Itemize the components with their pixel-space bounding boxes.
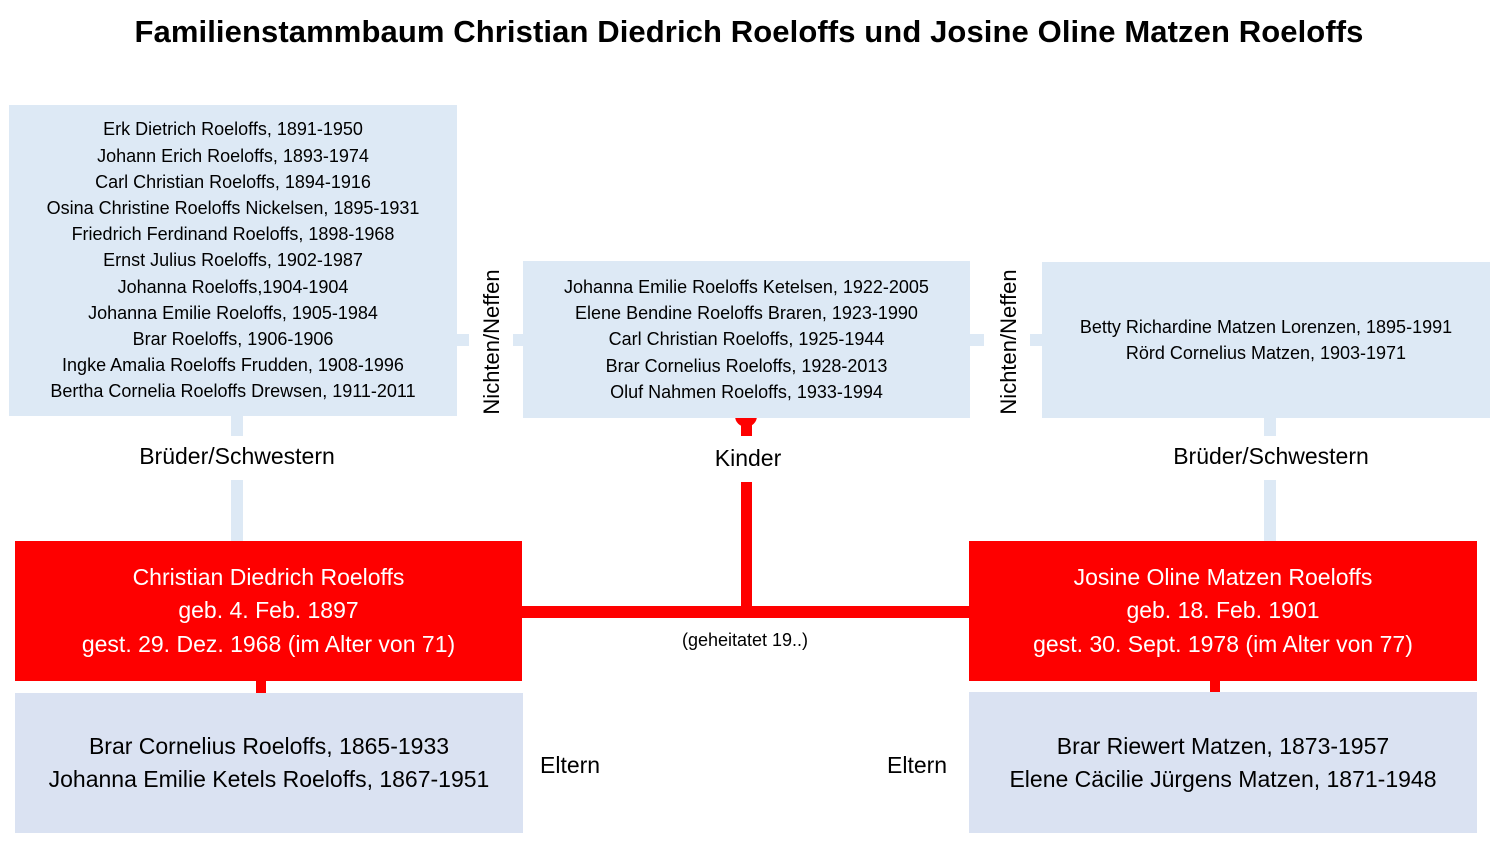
right-parents-box: Brar Riewert Matzen, 1873-1957 Elene Cäc…	[969, 692, 1477, 833]
connector-left-siblings-top	[231, 416, 243, 436]
connector-left-siblings-bottom	[231, 480, 243, 542]
child: Elene Bendine Roeloffs Braren, 1923-1990	[575, 303, 918, 324]
husband-name: Christian Diedrich Roeloffs	[132, 563, 405, 590]
wife-name: Josine Oline Matzen Roeloffs	[1073, 563, 1373, 590]
child: Brar Cornelius Roeloffs, 1928-2013	[605, 355, 888, 376]
husband-died: gest. 29. Dez. 1968 (im Alter von 71)	[81, 630, 456, 657]
connector-right-siblings-bottom	[1264, 480, 1276, 542]
connector-husband-parents	[256, 680, 266, 694]
connector-children-nieces-right	[970, 334, 984, 346]
wife-died: gest. 30. Sept. 1978 (im Alter von 77)	[1033, 630, 1413, 657]
left-sibling: Brar Roeloffs, 1906-1906	[132, 329, 334, 349]
right-sibling: Rörd Cornelius Matzen, 1903-1971	[1125, 343, 1407, 363]
connector-left-siblings-nieces	[457, 334, 469, 346]
left-sibling: Friedrich Ferdinand Roeloffs, 1898-1968	[71, 224, 395, 245]
left-sibling: Osina Christine Roeloffs Nickelsen, 1895…	[46, 197, 420, 218]
left-sibling: Bertha Cornelia Roeloffs Drewsen, 1911-2…	[50, 381, 416, 402]
child: Carl Christian Roeloffs, 1925-1944	[608, 329, 885, 350]
right-parent: Elene Cäcilie Jürgens Matzen, 1871-1948	[1009, 765, 1437, 792]
connector-right-siblings-top	[1264, 416, 1276, 436]
children-label: Kinder	[714, 445, 782, 471]
left-sibling: Johanna Emilie Roeloffs, 1905-1984	[88, 302, 378, 323]
right-siblings-box: Betty Richardine Matzen Lorenzen, 1895-1…	[1042, 262, 1490, 418]
right-sibling: Betty Richardine Matzen Lorenzen, 1895-1…	[1079, 316, 1453, 337]
husband-born: geb. 4. Feb. 1897	[178, 597, 359, 624]
left-parents-label: Eltern	[540, 752, 601, 778]
child: Oluf Nahmen Roeloffs, 1933-1994	[610, 381, 883, 402]
nieces-label-left: Nichten/Neffen	[479, 269, 504, 415]
left-sibling: Johanna Roeloffs,1904-1904	[117, 276, 349, 297]
left-parents-box: Brar Cornelius Roeloffs, 1865-1933 Johan…	[15, 693, 523, 833]
connector-nieces-children-left	[513, 334, 523, 346]
children-line-lower	[741, 482, 752, 612]
nieces-label-right: Nichten/Neffen	[996, 269, 1021, 415]
connector-wife-parents	[1210, 680, 1220, 694]
left-siblings-box: Erk Dietrich Roeloffs, 1891-1950 Johann …	[9, 105, 457, 416]
marriage-note: (geheitatet 19..)	[681, 630, 809, 650]
left-sibling: Ingke Amalia Roeloffs Frudden, 1908-1996	[62, 355, 404, 376]
left-parent: Johanna Emilie Ketels Roeloffs, 1867-195…	[48, 766, 490, 792]
wife-box: Josine Oline Matzen Roeloffs geb. 18. Fe…	[969, 541, 1477, 681]
wife-born: geb. 18. Feb. 1901	[1126, 597, 1320, 624]
page-title: Familienstammbaum Christian Diedrich Roe…	[134, 14, 1364, 49]
left-sibling: Ernst Julius Roeloffs, 1902-1987	[103, 250, 363, 271]
right-siblings-label: Brüder/Schwestern	[1173, 443, 1369, 469]
right-parents-label: Eltern	[887, 752, 948, 778]
husband-box: Christian Diedrich Roeloffs geb. 4. Feb.…	[15, 541, 522, 681]
right-parent: Brar Riewert Matzen, 1873-1957	[1056, 732, 1390, 759]
connector-nieces-right-siblings	[1030, 334, 1042, 346]
left-parent: Brar Cornelius Roeloffs, 1865-1933	[88, 733, 450, 759]
child: Johanna Emilie Roeloffs Ketelsen, 1922-2…	[564, 276, 929, 297]
left-siblings-label: Brüder/Schwestern	[139, 443, 335, 469]
marriage-line	[522, 606, 972, 618]
children-box: Johanna Emilie Roeloffs Ketelsen, 1922-2…	[523, 261, 970, 418]
left-sibling: Erk Dietrich Roeloffs, 1891-1950	[103, 119, 363, 140]
left-sibling: Johann Erich Roeloffs, 1893-1974	[97, 145, 369, 166]
left-sibling: Carl Christian Roeloffs, 1894-1916	[95, 171, 371, 192]
children-line-upper	[741, 420, 752, 436]
